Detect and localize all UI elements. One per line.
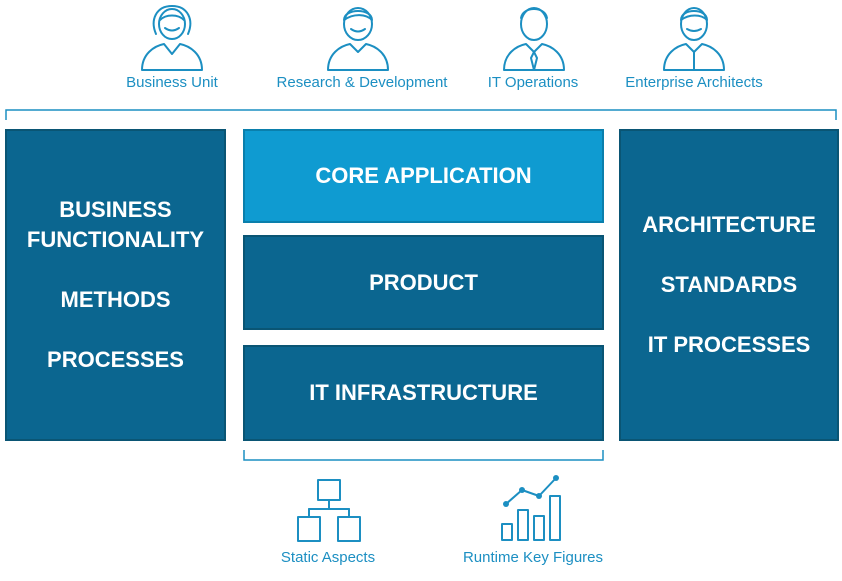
core-application-label: CORE APPLICATION [315, 163, 532, 188]
it-infrastructure-box: IT INFRASTRUCTURE [243, 345, 604, 441]
left-box-line: BUSINESS [59, 197, 172, 222]
product-label: PRODUCT [369, 269, 478, 295]
right-box-line: IT PROCESSES [647, 332, 811, 357]
it-infrastructure-label: IT INFRASTRUCTURE [309, 380, 538, 405]
role-label-business-unit: Business Unit [126, 74, 218, 91]
business-user-female-icon [141, 5, 203, 71]
right-box-line: STANDARDS [660, 272, 798, 297]
bar-line-chart-icon [501, 475, 561, 541]
product-box: PRODUCT [243, 235, 604, 330]
left-box-line: PROCESSES [47, 347, 184, 372]
role-label-enterprise-architects: Enterprise Architects [625, 74, 763, 91]
bottom-bracket [243, 450, 604, 461]
core-application-box: CORE APPLICATION [243, 129, 604, 223]
static-aspects-label: Static Aspects [280, 549, 376, 566]
architecture-standards-box: ARCHITECTURE STANDARDS IT PROCESSES [619, 129, 839, 441]
role-label-research-development: Research & Development [276, 74, 448, 91]
hierarchy-diagram-icon [297, 479, 361, 542]
runtime-key-figures-label: Runtime Key Figures [462, 549, 604, 566]
architect-user-icon [663, 7, 725, 71]
developer-user-icon [327, 7, 389, 71]
left-box-line: FUNCTIONALITY [26, 227, 205, 252]
left-box-line: METHODS [60, 287, 171, 312]
top-bracket [5, 109, 837, 120]
business-functionality-box: BUSINESS FUNCTIONALITY METHODS PROCESSES [5, 129, 226, 441]
operations-user-icon [503, 7, 565, 71]
right-box-line: ARCHITECTURE [642, 212, 816, 237]
role-label-it-operations: IT Operations [487, 74, 579, 91]
